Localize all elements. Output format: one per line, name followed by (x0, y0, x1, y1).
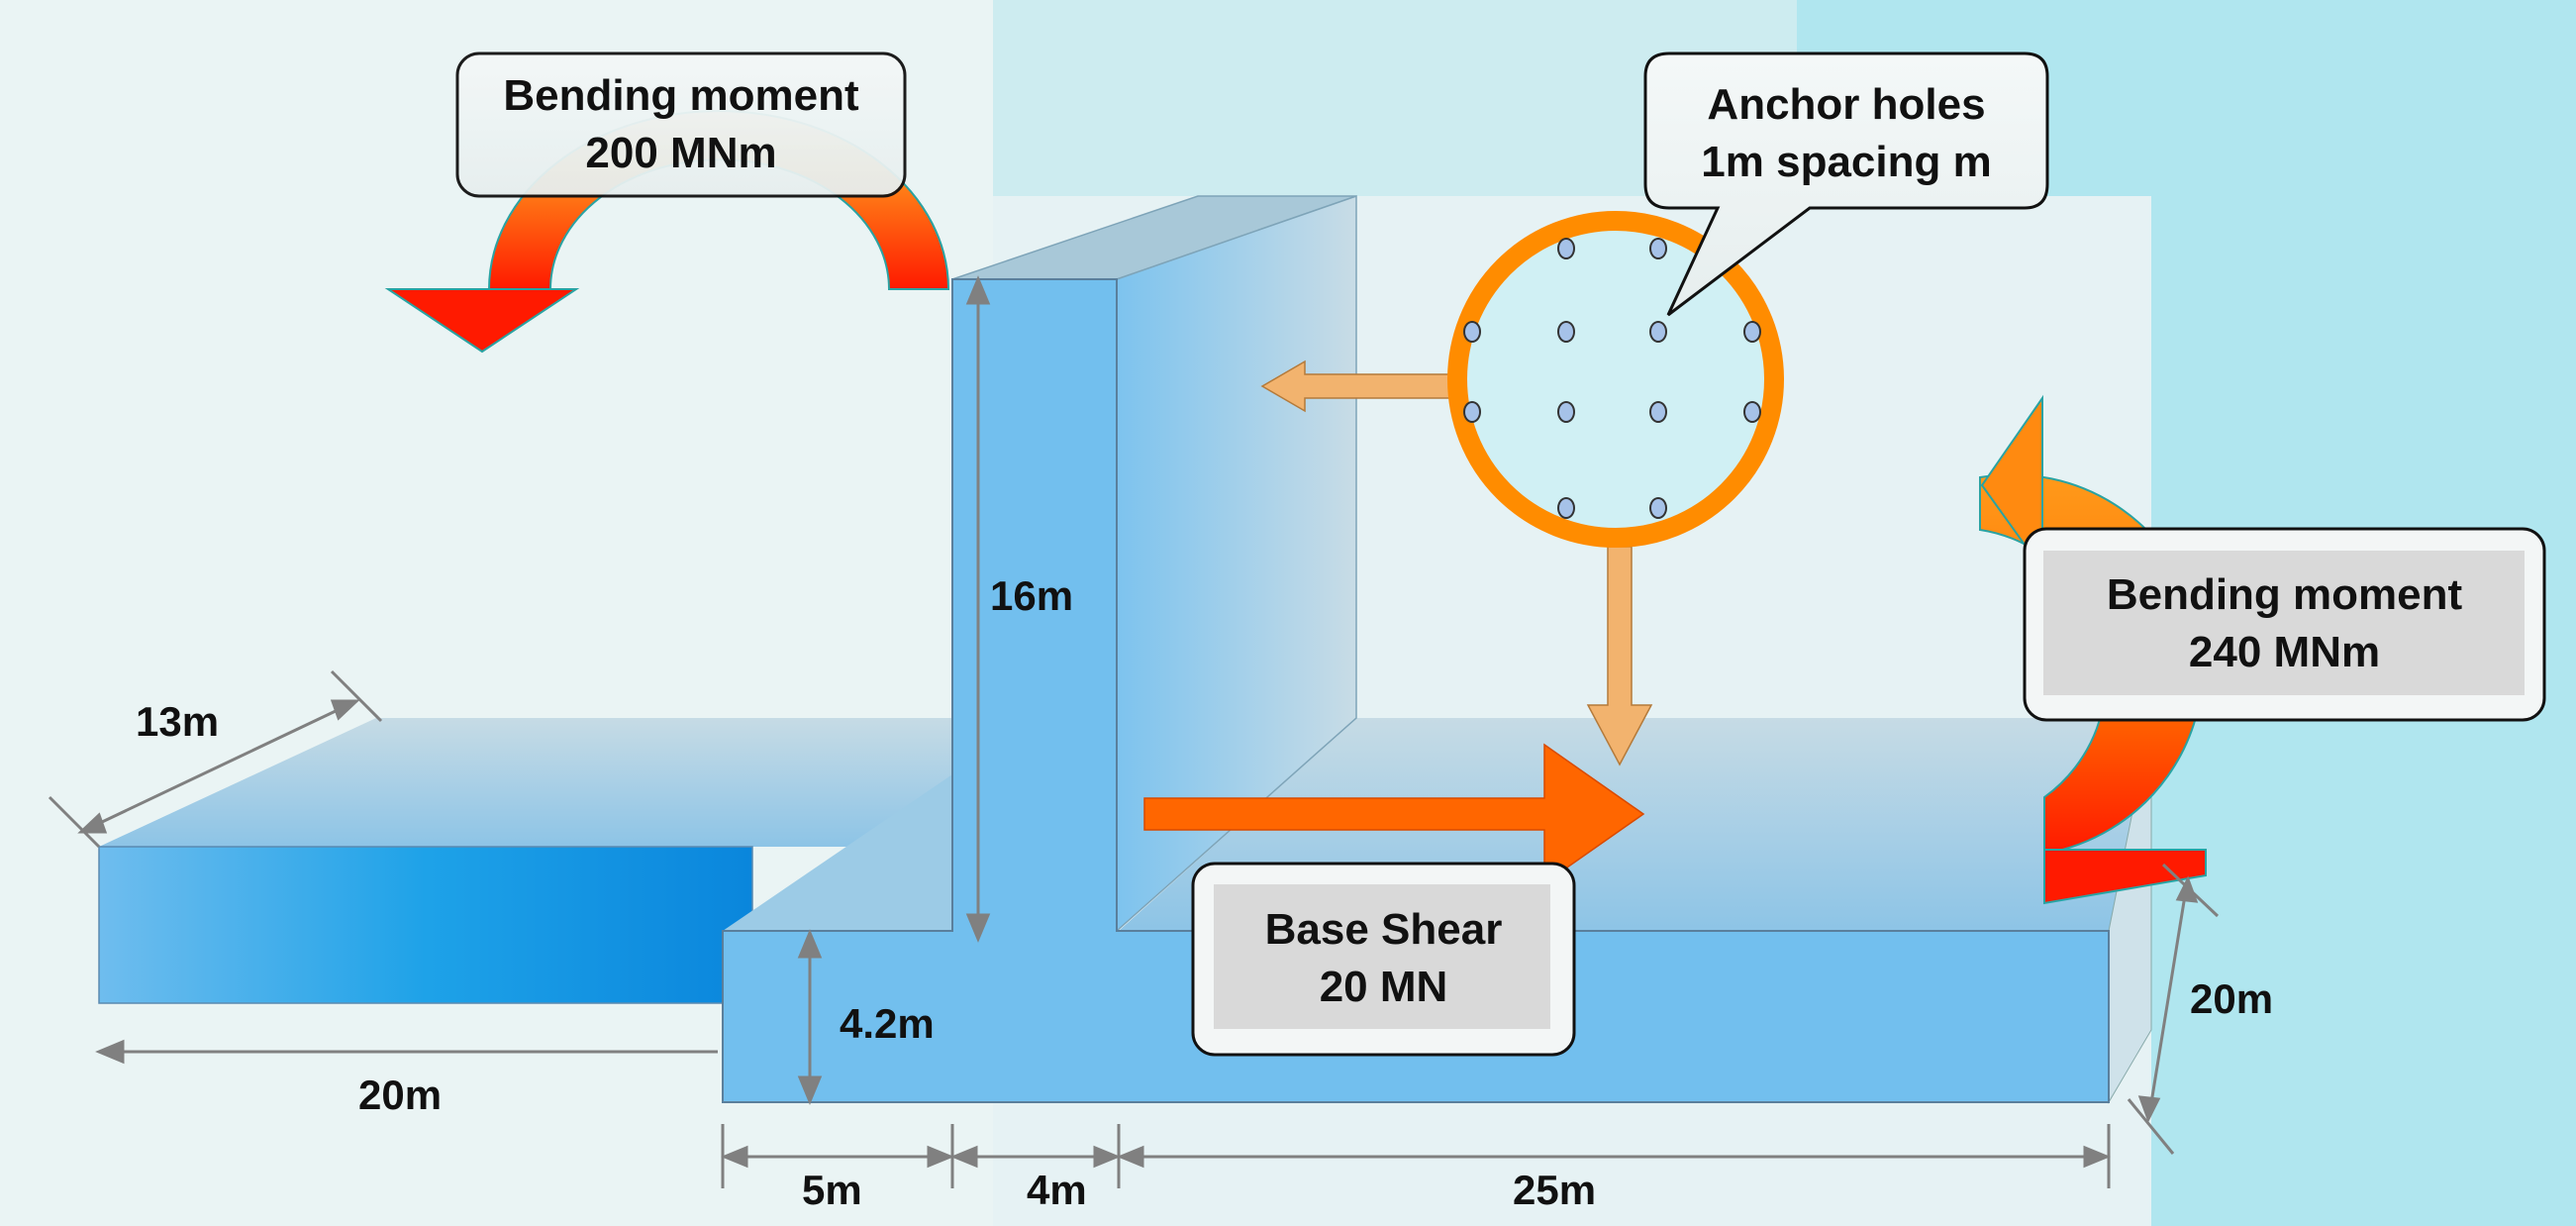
right-moment-value: 240 MNm (2188, 628, 2381, 676)
anchor-vertical-arrow (1586, 546, 1653, 766)
left-moment-value: 200 MNm (585, 129, 777, 177)
anchor-ring (1447, 211, 1784, 548)
dim-wall-height: 16m (990, 572, 1074, 619)
anchor-label: Anchor holes 1m spacing m (1645, 76, 2047, 191)
shear-title: Base Shear (1264, 905, 1503, 954)
front-face (722, 278, 2110, 1103)
dimension-lines (48, 275, 2220, 1188)
left-slab (98, 718, 990, 1004)
shear-label: Base Shear 20 MN (1193, 901, 1574, 1016)
left-moment-label: Bending moment 200 MNm (457, 67, 905, 182)
right-moment-title: Bending moment (2106, 570, 2463, 619)
dim-base-height: 4.2m (840, 1000, 935, 1047)
anchor-title: Anchor holes (1707, 80, 1986, 129)
callout-boxes (455, 51, 2546, 1057)
base-shear-arrow (1143, 743, 1645, 885)
shear-value: 20 MN (1319, 963, 1448, 1011)
left-moment-title: Bending moment (503, 71, 859, 120)
anchor-value: 1m spacing m (1701, 138, 1992, 186)
dim-slab-length: 20m (358, 1072, 443, 1118)
anchor-horizontal-arrow (1260, 359, 1451, 413)
right-moment-label: Bending moment 240 MNm (2025, 566, 2544, 681)
dim-base-depth: 20m (2190, 975, 2274, 1022)
dim-seg-a: 5m (802, 1167, 862, 1213)
dim-seg-c: 25m (1513, 1167, 1597, 1213)
dim-slab-width: 13m (136, 698, 220, 745)
dim-seg-b: 4m (1027, 1167, 1087, 1213)
